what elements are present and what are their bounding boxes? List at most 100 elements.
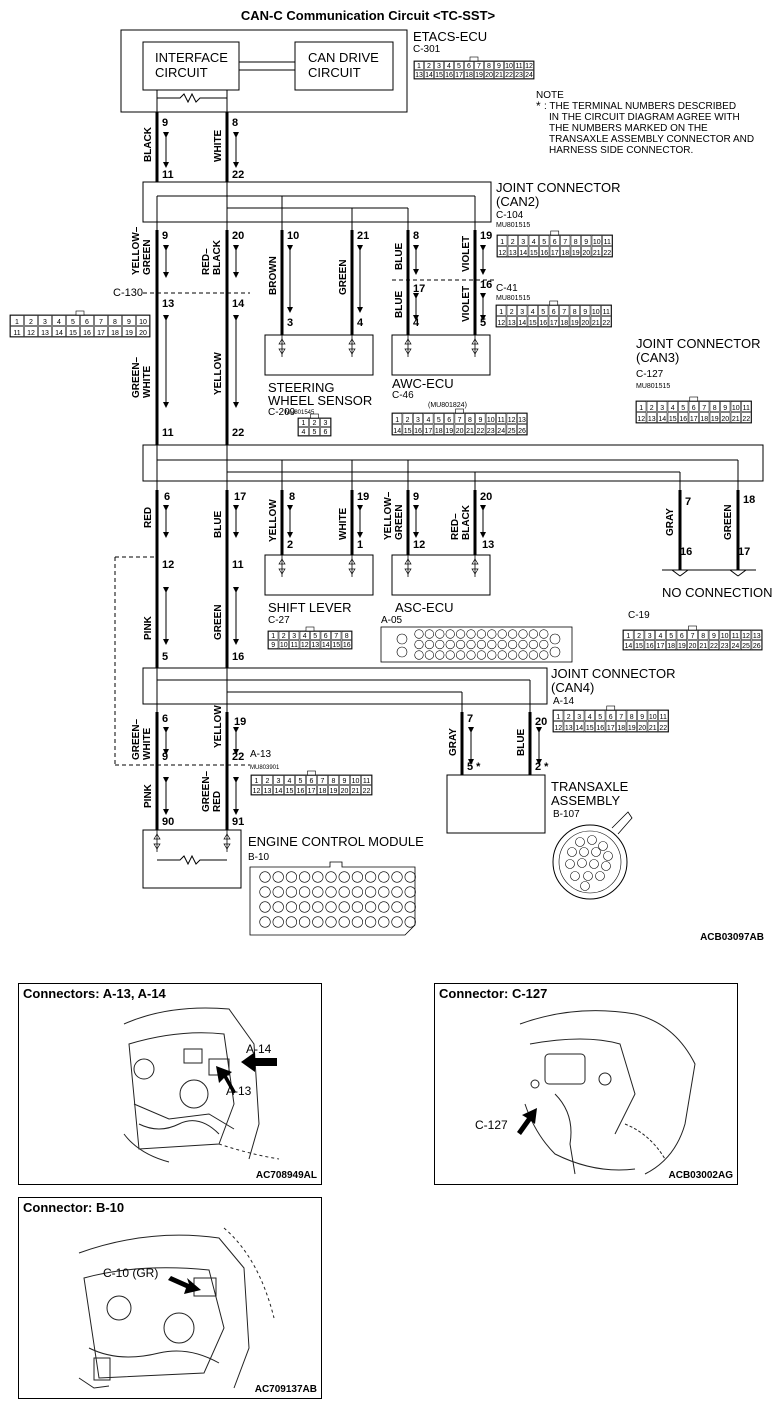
svg-text:3: 3 — [292, 633, 296, 640]
svg-text:22: 22 — [742, 416, 750, 423]
svg-text:MU803901: MU803901 — [250, 765, 280, 771]
svg-text:5: 5 — [313, 429, 317, 436]
svg-text:7: 7 — [702, 405, 706, 412]
svg-text:10: 10 — [649, 714, 657, 721]
svg-text:ASSEMBLY: ASSEMBLY — [551, 793, 620, 808]
svg-text:22: 22 — [477, 428, 485, 435]
svg-text:5: 5 — [681, 405, 685, 412]
svg-text:12: 12 — [508, 417, 516, 424]
svg-text:18: 18 — [560, 320, 568, 327]
svg-text:WHITE: WHITE — [213, 129, 224, 162]
svg-text:18: 18 — [435, 428, 443, 435]
svg-text:(CAN2): (CAN2) — [496, 194, 539, 209]
svg-text:20: 20 — [485, 72, 493, 79]
svg-text:C-209: C-209 — [268, 407, 296, 418]
svg-text:ASC-ECU: ASC-ECU — [395, 600, 454, 615]
svg-text:RED: RED — [143, 507, 154, 528]
svg-text:C-104: C-104 — [496, 210, 524, 221]
svg-text:8: 8 — [468, 417, 472, 424]
svg-text:CIRCUIT: CIRCUIT — [155, 65, 208, 80]
svg-text:5: 5 — [71, 319, 75, 326]
svg-text:2: 2 — [427, 63, 431, 70]
svg-text:YELLOW–: YELLOW– — [383, 491, 394, 540]
svg-text:5: 5 — [669, 633, 673, 640]
svg-text:11: 11 — [363, 778, 370, 785]
svg-text:3: 3 — [287, 317, 293, 329]
svg-text:17: 17 — [425, 428, 433, 435]
svg-text:18: 18 — [700, 416, 708, 423]
svg-text:24: 24 — [525, 72, 533, 79]
svg-text:C-46: C-46 — [392, 390, 414, 401]
svg-text:17: 17 — [234, 491, 246, 503]
svg-text:: THE TERMINAL NUMBERS DESCRIB: : THE TERMINAL NUMBERS DESCRIBED — [544, 101, 736, 112]
svg-text:(CAN3): (CAN3) — [636, 350, 679, 365]
svg-text:7: 7 — [467, 713, 473, 725]
svg-text:6: 6 — [310, 778, 314, 785]
svg-text:10: 10 — [721, 633, 729, 640]
steering-wheel-sensor: 3 4 STEERING WHEEL SENSOR C-209 MU801545… — [264, 317, 374, 437]
svg-text:19: 19 — [330, 788, 338, 795]
svg-text:1: 1 — [556, 714, 560, 721]
svg-text:10: 10 — [592, 309, 600, 316]
svg-text:C-19: C-19 — [628, 610, 650, 621]
connector-a05-face — [380, 626, 573, 663]
svg-text:22: 22 — [603, 250, 611, 257]
svg-text:14: 14 — [425, 72, 433, 79]
svg-text:19: 19 — [628, 725, 636, 732]
svg-text:7: 7 — [334, 633, 338, 640]
svg-text:22: 22 — [659, 725, 667, 732]
svg-text:13: 13 — [311, 642, 319, 649]
svg-text:2: 2 — [313, 420, 317, 427]
svg-text:15: 15 — [404, 428, 412, 435]
diagram-code: ACB03097AB — [700, 932, 764, 943]
svg-text:8: 8 — [289, 491, 295, 503]
svg-text:26: 26 — [753, 643, 761, 650]
svg-text:15: 15 — [586, 725, 594, 732]
svg-text:5: 5 — [162, 651, 168, 663]
engine-control-module: ENGINE CONTROL MODULE B-10 — [142, 829, 424, 936]
svg-text:7: 7 — [321, 778, 325, 785]
svg-text:3: 3 — [660, 405, 664, 412]
svg-text:23: 23 — [515, 72, 523, 79]
svg-text:15: 15 — [530, 250, 538, 257]
svg-text:6: 6 — [164, 491, 170, 503]
svg-text:8: 8 — [487, 63, 491, 70]
svg-text:12: 12 — [301, 642, 309, 649]
svg-text:WHITE: WHITE — [338, 507, 349, 540]
svg-text:16: 16 — [414, 428, 422, 435]
svg-text:9: 9 — [162, 751, 168, 763]
svg-text:17: 17 — [657, 643, 665, 650]
svg-text:4: 4 — [302, 429, 306, 436]
photo-connector-c127: Connector: C-127 C-127 ACB03002AG — [434, 983, 738, 1185]
svg-text:JOINT CONNECTOR: JOINT CONNECTOR — [551, 666, 675, 681]
svg-text:2: 2 — [29, 319, 33, 326]
svg-text:20: 20 — [638, 725, 646, 732]
svg-text:11: 11 — [732, 633, 739, 640]
svg-text:1: 1 — [639, 405, 643, 412]
svg-text:1: 1 — [499, 309, 503, 316]
svg-text:91: 91 — [232, 816, 244, 828]
svg-text:17: 17 — [308, 788, 316, 795]
svg-text:20: 20 — [581, 320, 589, 327]
svg-text:6: 6 — [85, 319, 89, 326]
engine-bay-illustration — [123, 1007, 280, 1163]
svg-text:10: 10 — [139, 319, 147, 326]
svg-text:8: 8 — [701, 633, 705, 640]
dashboard-illustration — [517, 1010, 696, 1175]
svg-text:B-107: B-107 — [553, 809, 580, 820]
etacs-code: C-301 — [413, 44, 441, 55]
etacs-ecu: INTERFACE CIRCUIT CAN DRIVE CIRCUIT ETAC… — [120, 29, 535, 113]
svg-text:20: 20 — [535, 716, 547, 728]
no-connection: 16 17 NO CONNECTION — [662, 546, 773, 600]
svg-text:26: 26 — [518, 428, 526, 435]
svg-text:17: 17 — [551, 250, 559, 257]
svg-text:15: 15 — [669, 416, 677, 423]
svg-text:2: 2 — [567, 714, 571, 721]
svg-text:6: 6 — [552, 309, 556, 316]
svg-text:9: 9 — [162, 230, 168, 242]
